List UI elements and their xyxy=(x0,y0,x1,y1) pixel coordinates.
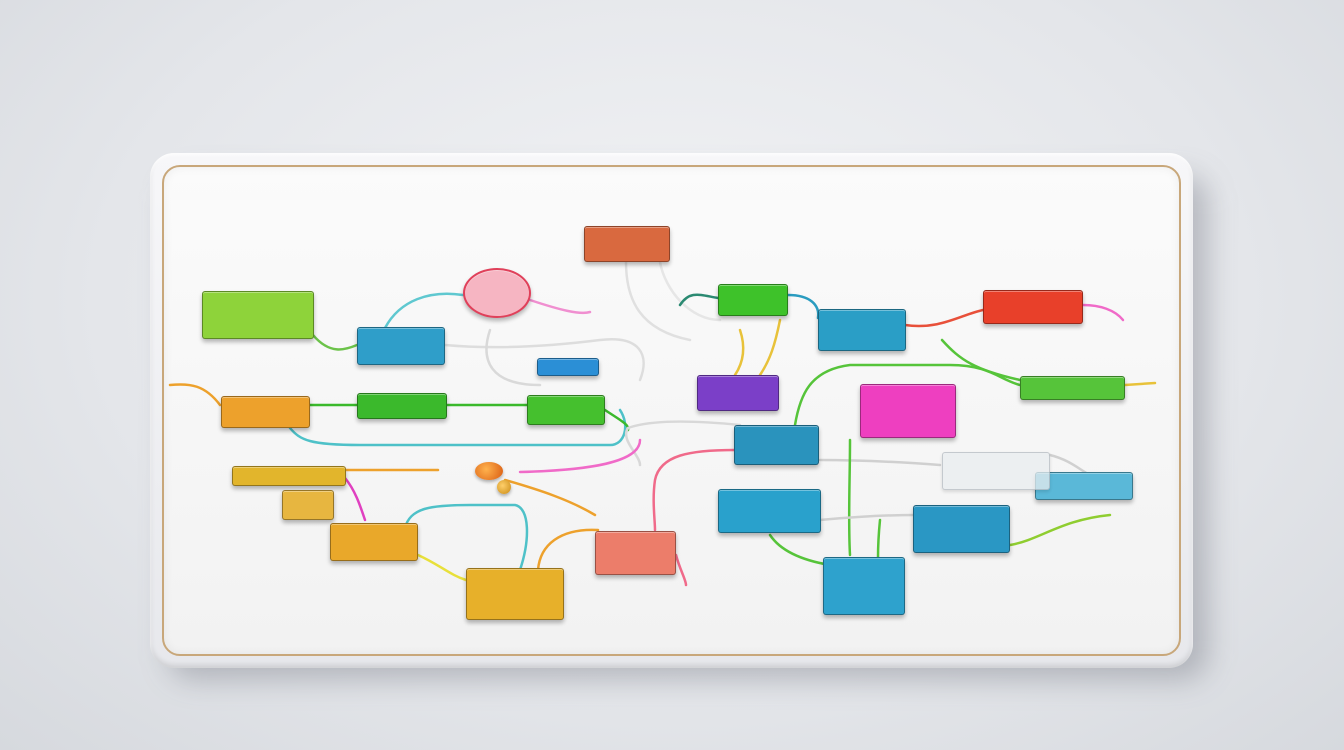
connector xyxy=(652,448,737,532)
connector xyxy=(416,553,468,582)
connector xyxy=(343,476,367,522)
orange-dot-marker xyxy=(497,480,511,494)
diagram-node-magenta[interactable] xyxy=(860,384,956,438)
connector xyxy=(503,478,597,517)
connector xyxy=(758,318,782,377)
connector xyxy=(443,337,645,382)
diagram-node-orange-bottom[interactable] xyxy=(466,568,564,620)
connector xyxy=(288,408,627,447)
diagram-node-blue-bottom[interactable] xyxy=(823,557,905,615)
connector xyxy=(403,503,529,572)
diagram-node-yellow-bottom[interactable] xyxy=(330,523,418,561)
connector xyxy=(940,338,1022,382)
connector xyxy=(786,293,820,320)
connector xyxy=(1123,381,1157,387)
connector xyxy=(733,328,745,377)
connector xyxy=(876,518,882,560)
connector xyxy=(1008,513,1112,547)
diagram-node-small-blue[interactable] xyxy=(537,358,599,376)
diagram-node-heart[interactable] xyxy=(463,268,531,318)
connector xyxy=(903,308,985,328)
connector xyxy=(518,438,642,474)
diagram-node-orange-left[interactable] xyxy=(221,396,310,428)
diagram-node-purple[interactable] xyxy=(697,375,779,411)
diagram-node-orange-box[interactable] xyxy=(282,490,334,520)
connector xyxy=(818,513,917,522)
diagram-node-blue-far[interactable] xyxy=(1035,472,1133,500)
diagram-node-green-left[interactable] xyxy=(202,291,314,339)
diagram-node-green-right[interactable] xyxy=(1020,376,1125,400)
connector xyxy=(168,383,222,407)
connector xyxy=(383,292,465,330)
diagram-node-green-mid2[interactable] xyxy=(527,395,605,425)
connector xyxy=(793,363,1022,427)
connector xyxy=(658,260,722,322)
connector xyxy=(536,528,600,572)
connector xyxy=(311,333,359,351)
connector xyxy=(624,420,742,467)
diagram-node-red-right[interactable] xyxy=(983,290,1083,324)
diagram-node-salmon[interactable] xyxy=(595,531,676,575)
connector xyxy=(818,458,942,467)
diagram-node-blue-right[interactable] xyxy=(913,505,1010,553)
diagram-node-blue-top[interactable] xyxy=(818,309,906,351)
diagram-node-center-blue[interactable] xyxy=(734,425,819,465)
diagram-node-yellow-stack[interactable] xyxy=(232,466,346,486)
diagram-node-green-top[interactable] xyxy=(718,284,788,316)
connector xyxy=(768,533,832,567)
connector xyxy=(678,293,720,307)
diagram-node-blue-left[interactable] xyxy=(357,327,445,365)
connector xyxy=(624,260,692,342)
diagram-node-green-mid1[interactable] xyxy=(357,393,447,419)
connector xyxy=(674,553,688,587)
orange-dot-marker xyxy=(475,462,503,480)
connector xyxy=(847,438,852,557)
diagram-node-top[interactable] xyxy=(584,226,670,262)
diagram-node-glass[interactable] xyxy=(942,452,1050,490)
diagram-node-blue-mid[interactable] xyxy=(718,489,821,533)
connector xyxy=(528,298,592,315)
connector xyxy=(1081,303,1125,322)
connector xyxy=(485,328,542,387)
